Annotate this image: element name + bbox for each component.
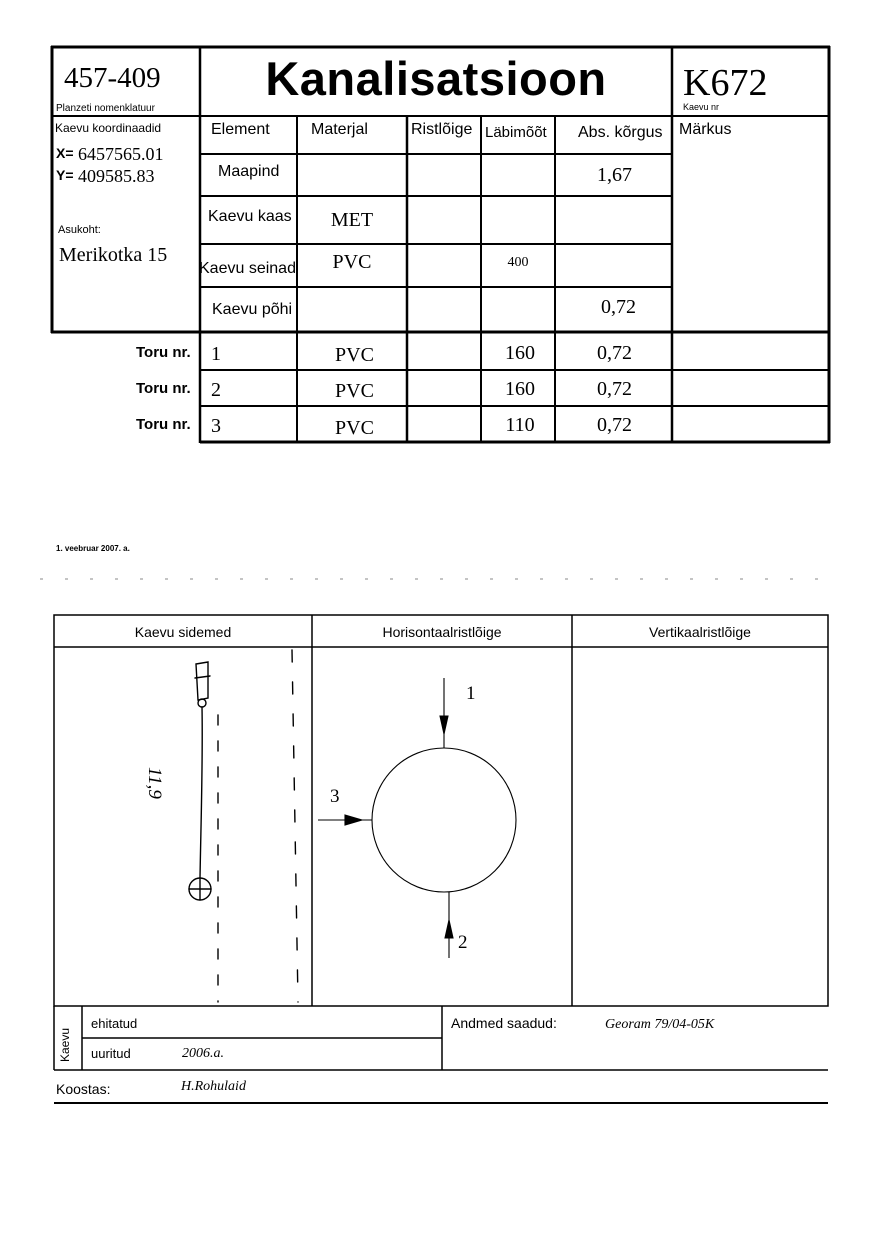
built-label: ehitatud (91, 1016, 138, 1031)
pipe-number: 2 (211, 379, 221, 401)
well-label: Kaevu nr (683, 102, 720, 112)
data-source-value: Georam 79/04-05K (605, 1017, 715, 1032)
pipe-diameter: 160 (505, 342, 535, 364)
pipe-diameter: 110 (505, 414, 535, 436)
page-title: Kanalisatsioon (265, 52, 607, 105)
x-label: X= (56, 145, 74, 161)
col-header-element: Element (211, 121, 270, 138)
sketch-header-vertical: Vertikaalristlõige (649, 624, 751, 640)
row-abs-height: 0,72 (601, 296, 636, 318)
col-header-diameter: Läbimõõt (485, 124, 547, 141)
row-material: MET (330, 209, 374, 231)
row-abs-height: 1,67 (597, 164, 632, 186)
pipe-material: PVC (335, 417, 374, 439)
y-value: 409585.83 (78, 166, 155, 186)
pipe-abs-height: 0,72 (597, 414, 632, 436)
well-number: K672 (683, 62, 768, 104)
col-header-notes: Märkus (679, 121, 732, 138)
pipe-arrow-label-2: 2 (458, 932, 468, 953)
pipe-abs-height: 0,72 (597, 378, 632, 400)
kaev-label: Kaevu (58, 1027, 72, 1062)
data-source-label: Andmed saadud: (451, 1015, 557, 1031)
distance-label: 11,9 (144, 767, 165, 799)
sheet-number: 457-409 (64, 62, 161, 94)
y-label: Y= (56, 167, 74, 183)
pipe-number: 3 (211, 415, 221, 437)
coords-label: Kaevu koordinaadid (55, 121, 162, 135)
pipe-arrow-label-3: 3 (330, 786, 340, 807)
col-header-abs-height: Abs. kõrgus (578, 124, 663, 141)
author-label: Koostas: (56, 1081, 111, 1097)
pipe-label: Toru nr. (136, 344, 191, 361)
row-diameter: 400 (507, 255, 529, 270)
sketch-header-connections: Kaevu sidemed (134, 624, 232, 640)
pipe-label: Toru nr. (136, 380, 191, 397)
row-material: PVC (332, 251, 372, 273)
pipe-diameter: 160 (505, 378, 535, 400)
row-element: Maapind (218, 163, 280, 180)
col-header-cross-section: Ristlõige (411, 121, 473, 138)
horizontal-section (318, 678, 517, 958)
document-date: 1. veebruar 2007. a. (56, 544, 130, 553)
pipe-material: PVC (335, 380, 374, 402)
location-value: Merikotka 15 (59, 244, 168, 266)
sheet-label: Planzeti nomenklatuur (56, 103, 155, 114)
pipe-number: 1 (211, 343, 221, 365)
pipe-abs-height: 0,72 (597, 342, 632, 364)
pipe-arrow-label-1: 1 (466, 683, 476, 704)
row-element: Kaevu kaas (208, 208, 292, 225)
row-element: Kaevu seinad (199, 260, 296, 277)
surveyed-value: 2006.a. (182, 1046, 224, 1061)
author-value: H.Rohulaid (181, 1079, 246, 1094)
col-header-material: Materjal (311, 121, 368, 138)
pipe-material: PVC (335, 344, 374, 366)
location-label: Asukoht: (58, 224, 101, 236)
sketch-header-horizontal: Horisontaalristlõige (382, 624, 502, 640)
pipe-label: Toru nr. (136, 416, 191, 433)
surveyed-label: uuritud (91, 1046, 131, 1061)
x-value: 6457565.01 (78, 144, 164, 164)
row-element: Kaevu põhi (212, 301, 293, 318)
